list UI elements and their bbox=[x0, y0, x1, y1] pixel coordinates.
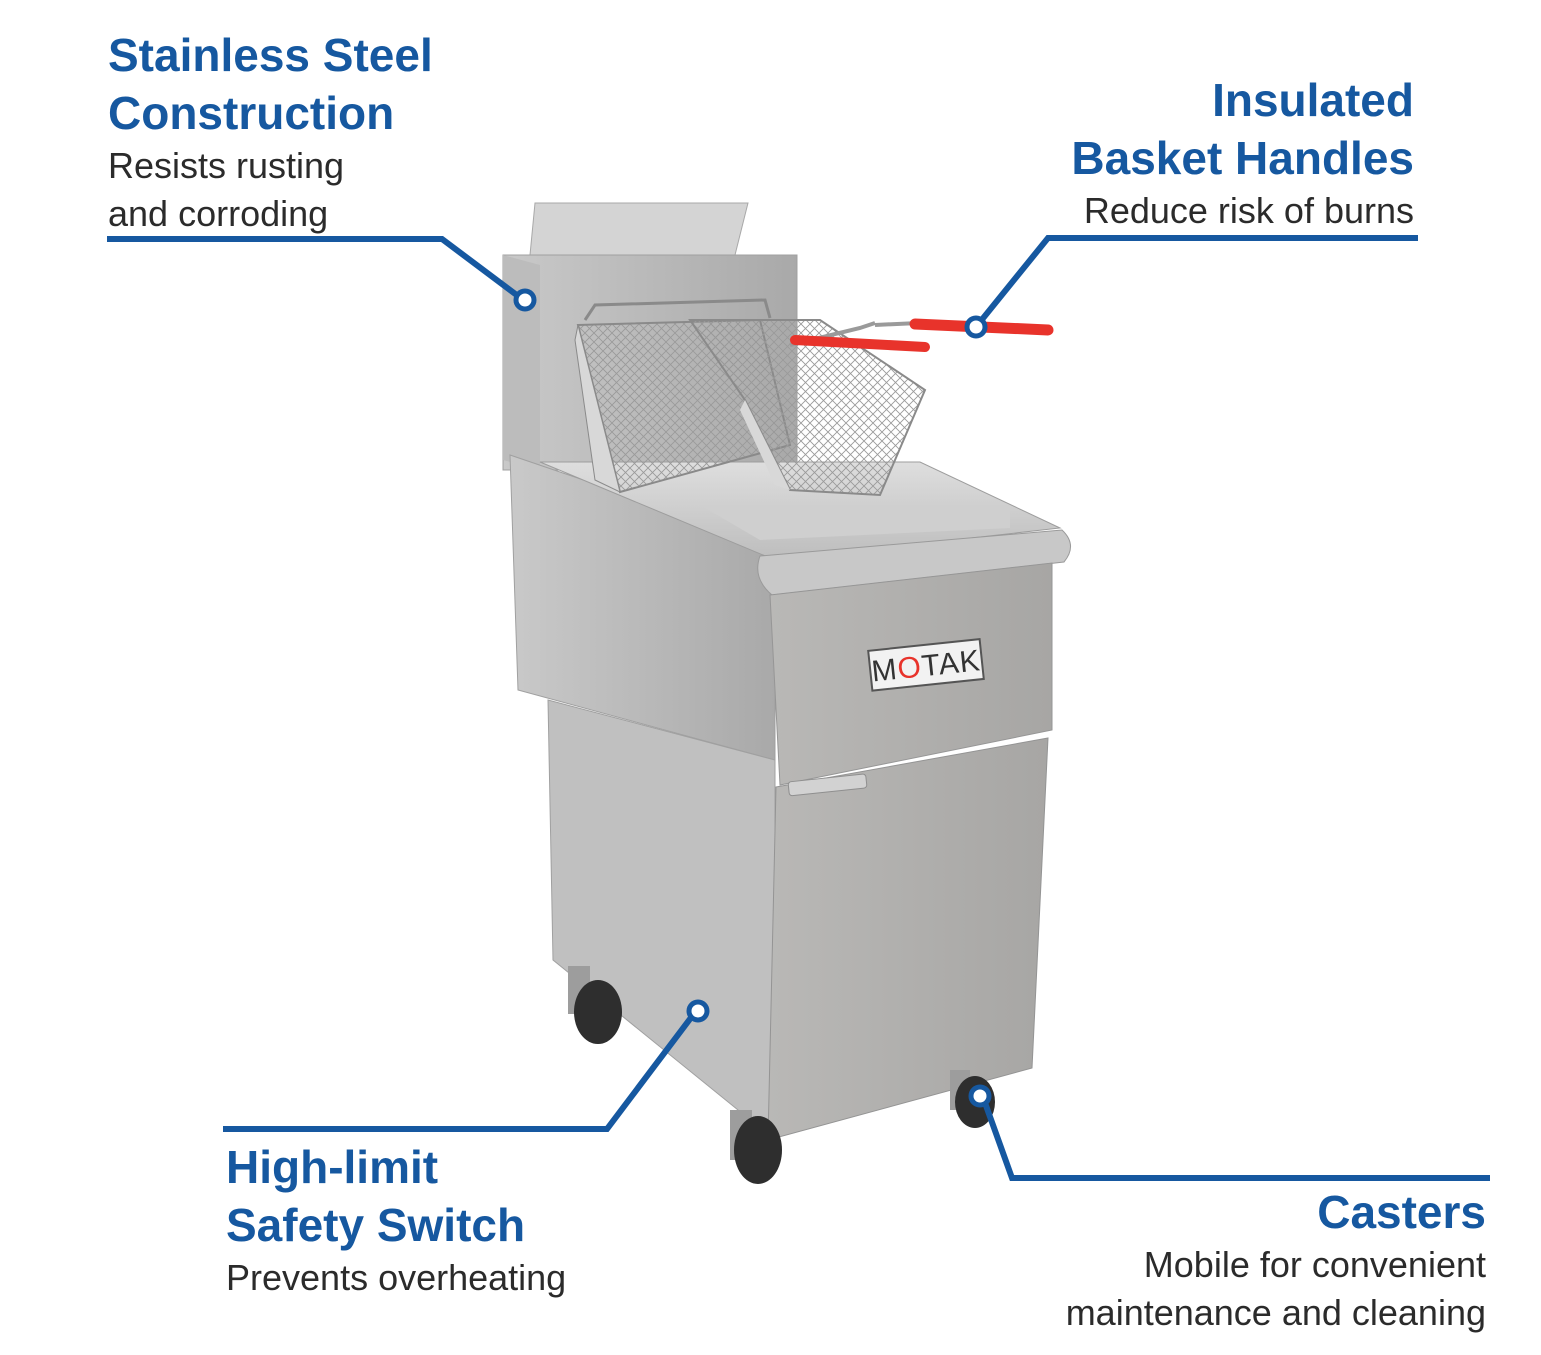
door-handle bbox=[787, 773, 868, 797]
basket-handle-grip-front bbox=[790, 335, 930, 352]
brand-badge: MOTAK bbox=[867, 638, 985, 692]
callout-caster-title-1: Casters bbox=[1317, 1186, 1486, 1238]
callout-handle-desc-1: Reduce risk of burns bbox=[1083, 190, 1414, 231]
callout-steel: Stainless Steel Construction Resists rus… bbox=[108, 26, 528, 238]
flue-cover bbox=[529, 202, 749, 256]
callout-caster-desc-1: Mobile for convenient bbox=[1143, 1244, 1486, 1285]
leader-line-steel bbox=[107, 236, 520, 299]
callout-handle-title-1: Insulated bbox=[1212, 74, 1414, 126]
callout-switch: High-limit Safety Switch Prevents overhe… bbox=[226, 1138, 746, 1302]
callout-steel-desc-2: and corroding bbox=[108, 193, 329, 234]
callout-steel-title-1: Stainless Steel bbox=[108, 29, 433, 81]
callout-switch-desc-1: Prevents overheating bbox=[226, 1257, 567, 1298]
side-panel-lower bbox=[547, 699, 776, 1142]
callout-switch-title-2: Safety Switch bbox=[226, 1199, 526, 1251]
caster-left-rear bbox=[568, 966, 622, 1044]
callout-handle: Insulated Basket Handles Reduce risk of … bbox=[960, 71, 1414, 235]
fry-basket-right bbox=[688, 319, 927, 497]
callout-switch-title-1: High-limit bbox=[226, 1141, 439, 1193]
marker-switch bbox=[686, 999, 710, 1023]
leader-line-handle bbox=[977, 235, 1418, 324]
marker-handle bbox=[964, 315, 988, 339]
fryer: MOTAK bbox=[502, 202, 1071, 1184]
callout-steel-desc-1: Resists rusting bbox=[108, 145, 345, 186]
cabinet-door bbox=[767, 737, 1049, 1141]
leader-line-caster bbox=[981, 1098, 1490, 1181]
callout-steel-title-2: Construction bbox=[108, 87, 395, 139]
callout-caster-desc-2: maintenance and cleaning bbox=[1065, 1292, 1486, 1333]
marker-steel bbox=[513, 288, 537, 312]
caster-left-front bbox=[730, 1110, 782, 1184]
leader-line-switch bbox=[223, 1013, 696, 1132]
callout-handle-title-2: Basket Handles bbox=[1071, 132, 1414, 184]
front-rim bbox=[757, 529, 1071, 596]
svg-text:MOTAK: MOTAK bbox=[870, 644, 982, 688]
callout-caster: Casters Mobile for convenient maintenanc… bbox=[900, 1183, 1486, 1337]
marker-caster bbox=[968, 1084, 992, 1108]
